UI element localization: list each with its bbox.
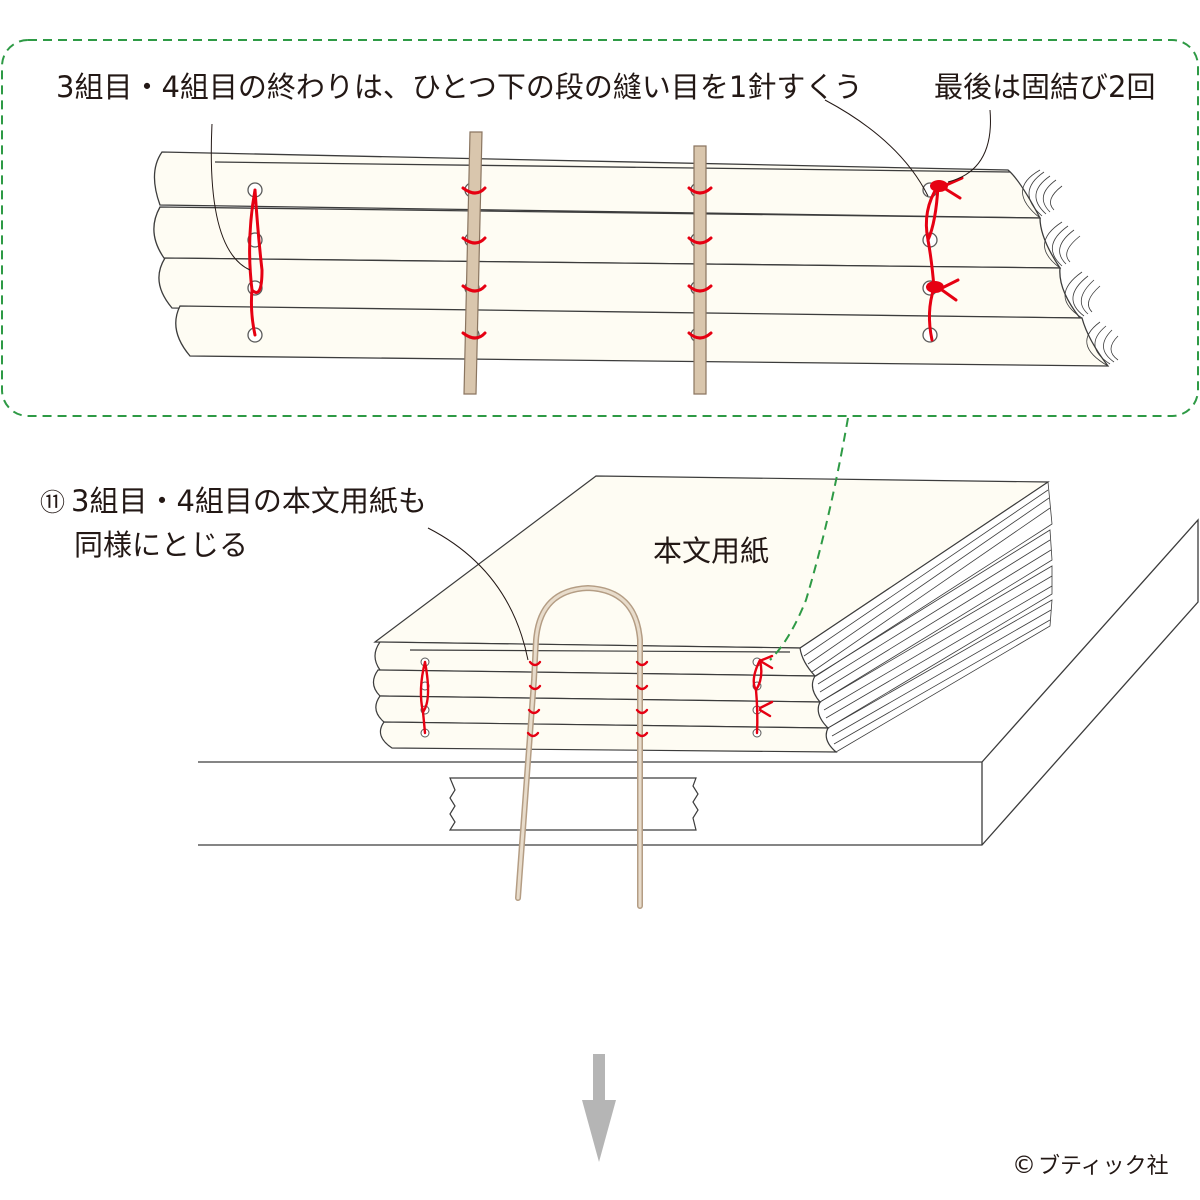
copyright-text: ブティック社 bbox=[1038, 1154, 1169, 1179]
callout-connector bbox=[769, 417, 849, 661]
detail-callout-box bbox=[1, 39, 1199, 417]
step-number: ⑪ bbox=[40, 488, 66, 517]
thread-knots bbox=[926, 180, 948, 293]
detail-left-label: 3組目・4組目の終わりは、ひとつ下の段の縫い目を1針すくう bbox=[56, 70, 863, 104]
next-step-arrow-icon bbox=[582, 1054, 616, 1162]
pages-label: 本文用紙 bbox=[653, 534, 770, 568]
detail-leader-lines bbox=[210, 99, 991, 271]
thread-main bbox=[419, 654, 774, 738]
table-board bbox=[198, 518, 1199, 846]
step-line-2: 同様にとじる bbox=[74, 528, 249, 562]
support-cord-main-fill bbox=[516, 586, 642, 908]
step-line-1: 3組目・4組目の本文用紙も bbox=[71, 484, 427, 518]
enlarged-fore-edge bbox=[1022, 169, 1119, 367]
copyright: ©ブティック社 bbox=[1012, 1148, 1169, 1180]
step-leader-line bbox=[427, 527, 529, 661]
enlarged-signatures bbox=[153, 151, 1110, 367]
copyright-mark: © bbox=[1012, 1151, 1036, 1179]
detail-right-label: 最後は固結び2回 bbox=[934, 70, 1156, 104]
masking-tape bbox=[448, 777, 699, 831]
support-cords-enlarged bbox=[463, 131, 707, 395]
text-block bbox=[372, 475, 1050, 753]
main-fore-edge bbox=[799, 481, 1053, 753]
